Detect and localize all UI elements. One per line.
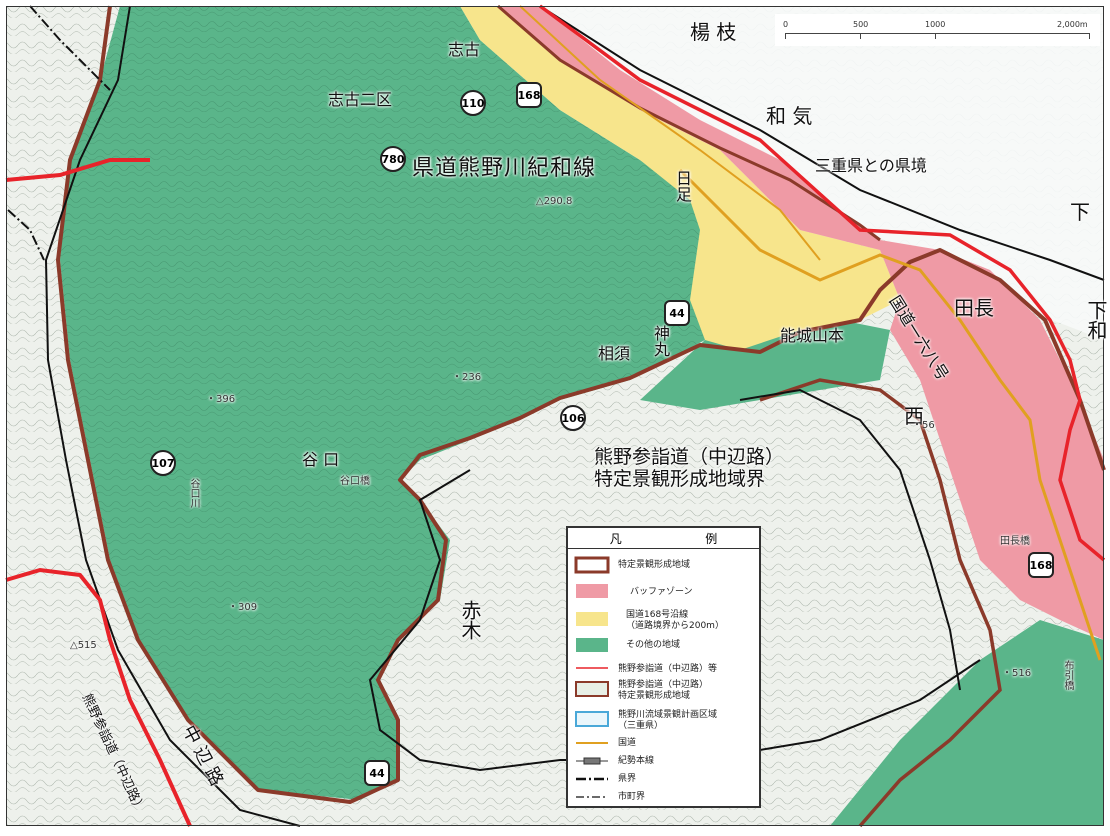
route-shield-44: 44 bbox=[664, 300, 690, 326]
place-wage: 和 気 bbox=[766, 104, 813, 128]
place-notoyama: 能城山本 bbox=[780, 326, 845, 345]
national-road-2 bbox=[519, 5, 821, 261]
legend-title-a: 凡 bbox=[609, 531, 622, 546]
legend-symbol-mie bbox=[575, 711, 609, 727]
legend-item-other: その他の地域 bbox=[626, 640, 681, 650]
legend-symbol-buffer bbox=[576, 584, 608, 598]
elevation-56: ・56 bbox=[912, 420, 935, 431]
scale-tick bbox=[935, 33, 936, 39]
legend-item-municipal: 市町界 bbox=[618, 792, 646, 802]
elevation-516: ・516 bbox=[1002, 668, 1032, 679]
elevation-2908: △290.8 bbox=[536, 196, 573, 207]
legend-item-national-road: 国道 bbox=[618, 738, 637, 748]
place-yoshi: 楊 枝 bbox=[690, 20, 737, 44]
elevation-396: ・396 bbox=[206, 394, 236, 405]
special-landscape-boundary-2 bbox=[497, 4, 881, 242]
label-mie-border: 三重県との県境 bbox=[815, 156, 927, 175]
place-shimowa: 下和 bbox=[1084, 300, 1108, 340]
bridge-nunobiki: 布引橋 bbox=[1062, 660, 1073, 690]
legend-item-trail: 熊野参詣道（中辺路）等 bbox=[618, 664, 718, 674]
place-aisu: 相須 bbox=[598, 344, 631, 363]
legend-symbol-trail-zone bbox=[575, 681, 609, 697]
scale-bar: 0 500 1000 2,000m bbox=[775, 14, 1100, 46]
special-landscape-boundary-3 bbox=[759, 378, 1002, 828]
map-legend: 凡 例 特定景観形成地域 バッファゾーン 国道168号沿線 （道路境界から200… bbox=[566, 526, 761, 808]
other-area-contours bbox=[60, 6, 705, 800]
scale-tick bbox=[860, 33, 861, 39]
place-shiko-ni-ku: 志古二区 bbox=[328, 90, 393, 109]
prefecture-border-3 bbox=[368, 469, 981, 772]
route-shield-110: 110 bbox=[460, 90, 486, 116]
legend-title-b: 例 bbox=[705, 531, 718, 546]
elevation-515: △515 bbox=[70, 640, 97, 651]
bridge-tanaga: 田長橋 bbox=[1000, 536, 1030, 547]
label-prefectural-road: 県道熊野川紀和線 bbox=[412, 156, 597, 181]
place-shiko: 志古 bbox=[448, 40, 481, 59]
legend-item-prefecture: 県界 bbox=[618, 774, 637, 784]
route-shield-44: 44 bbox=[364, 760, 390, 786]
elevation-309: ・309 bbox=[228, 602, 258, 613]
legend-item-trail-zone: 熊野参詣道（中辺路） 特定景観形成地域 bbox=[618, 680, 709, 701]
legend-item-mie: 熊野川流域景観計画区域 （三重県） bbox=[618, 710, 718, 731]
other-area-zone-2 bbox=[640, 320, 890, 410]
route-shield-780: 780 bbox=[380, 146, 406, 172]
scale-tick bbox=[1089, 33, 1090, 39]
river-taniguchi: 谷口川 bbox=[188, 478, 199, 508]
legend-item-route168: 国道168号沿線 （道路境界から200m） bbox=[626, 610, 724, 631]
legend-symbol-route168 bbox=[576, 612, 608, 626]
place-hitari: 日足 bbox=[673, 170, 692, 202]
legend-symbol-railway-bar bbox=[583, 757, 601, 765]
kumano-trail-2 bbox=[5, 567, 192, 827]
municipal-border-2 bbox=[7, 209, 45, 261]
place-nishi: 西 bbox=[904, 404, 924, 428]
place-tanaga: 田長 bbox=[954, 296, 994, 320]
legend-item-railway: 紀勢本線 bbox=[618, 756, 655, 766]
national-road bbox=[678, 168, 1102, 661]
place-akagi: 赤木 bbox=[458, 600, 482, 640]
prefecture-border-4 bbox=[739, 388, 961, 691]
map-frame bbox=[6, 6, 1104, 826]
label-tokutei-line1: 熊野参詣道（中辺路） bbox=[594, 446, 785, 468]
route-shield-107: 107 bbox=[150, 450, 176, 476]
route-shield-168: 168 bbox=[516, 82, 542, 108]
legend-item-buffer: バッファゾーン bbox=[630, 587, 693, 597]
kumano-trail bbox=[5, 158, 150, 182]
place-kamimaru: 神丸 bbox=[651, 325, 670, 357]
legend-symbol-special bbox=[574, 556, 610, 574]
legend-symbols bbox=[574, 556, 610, 798]
scale-label-500: 500 bbox=[853, 20, 869, 29]
municipal-border bbox=[29, 5, 111, 91]
kumano-trail-3 bbox=[538, 4, 1106, 562]
prefecture-border bbox=[44, 5, 301, 827]
scale-tick bbox=[785, 33, 786, 39]
bridge-taniguchi: 谷口橋 bbox=[340, 476, 370, 487]
scale-label-2000: 2,000m bbox=[1057, 20, 1088, 29]
elevation-236: ・236 bbox=[452, 372, 482, 383]
route-shield-106: 106 bbox=[560, 405, 586, 431]
scale-line bbox=[785, 33, 1090, 34]
route-shield-168: 168 bbox=[1028, 552, 1054, 578]
prefecture-border-2 bbox=[539, 5, 1105, 281]
scale-label-1000: 1000 bbox=[925, 20, 946, 29]
place-shimo: 下 bbox=[1070, 200, 1090, 224]
legend-item-special: 特定景観形成地域 bbox=[618, 560, 691, 570]
legend-header: 凡 例 bbox=[568, 528, 759, 549]
legend-symbol-other bbox=[576, 638, 608, 652]
scale-label-0: 0 bbox=[783, 20, 789, 29]
place-taniguchi: 谷 口 bbox=[302, 450, 340, 469]
label-tokutei-line2: 特定景観形成地域界 bbox=[594, 468, 766, 490]
